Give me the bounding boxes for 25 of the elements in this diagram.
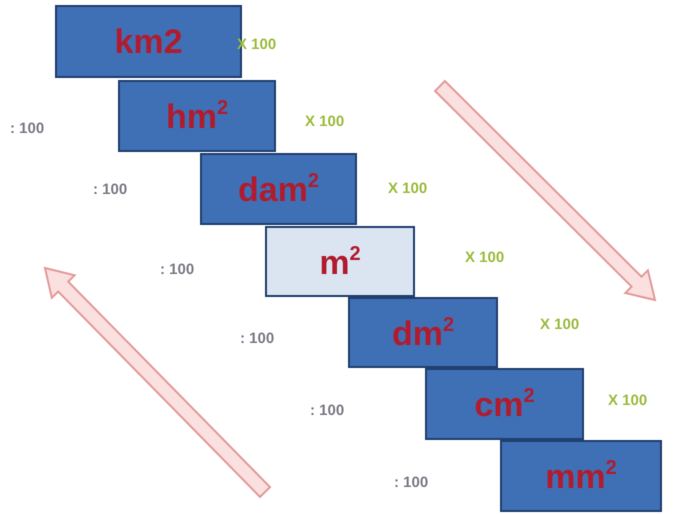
divide-label: : 100 — [240, 330, 274, 347]
divide-label: : 100 — [93, 181, 128, 198]
unit-label: cm$^{2}$ — [474, 386, 535, 422]
unit-box — [118, 80, 276, 152]
unit-label: km2 — [114, 24, 183, 58]
multiply-label: X 100 — [465, 249, 504, 266]
unit-label: dm$^{2}$ — [392, 314, 454, 350]
unit-box — [200, 153, 357, 225]
multiply-label: X 100 — [540, 316, 580, 333]
multiply-label: X 100 — [608, 392, 648, 409]
divide-label: : 100 — [160, 261, 194, 278]
multiply-label: X 100 — [305, 113, 344, 130]
unit-box — [348, 297, 498, 368]
multiply-label: X 100 — [388, 180, 428, 197]
unit-box — [500, 440, 662, 512]
unit-label: dam$^{2}$ — [238, 171, 320, 207]
unit-box — [265, 226, 415, 297]
multiply-label: X 100 — [237, 36, 276, 53]
unit-label: m$^{2}$ — [319, 244, 361, 280]
divide-label: : 100 — [394, 474, 428, 491]
unit-label: hm$^{2}$ — [166, 98, 228, 134]
unit-label: mm$^{2}$ — [545, 458, 617, 494]
divide-label: : 100 — [310, 402, 344, 419]
divide-label: : 100 — [10, 120, 44, 137]
unit-box — [425, 368, 584, 440]
